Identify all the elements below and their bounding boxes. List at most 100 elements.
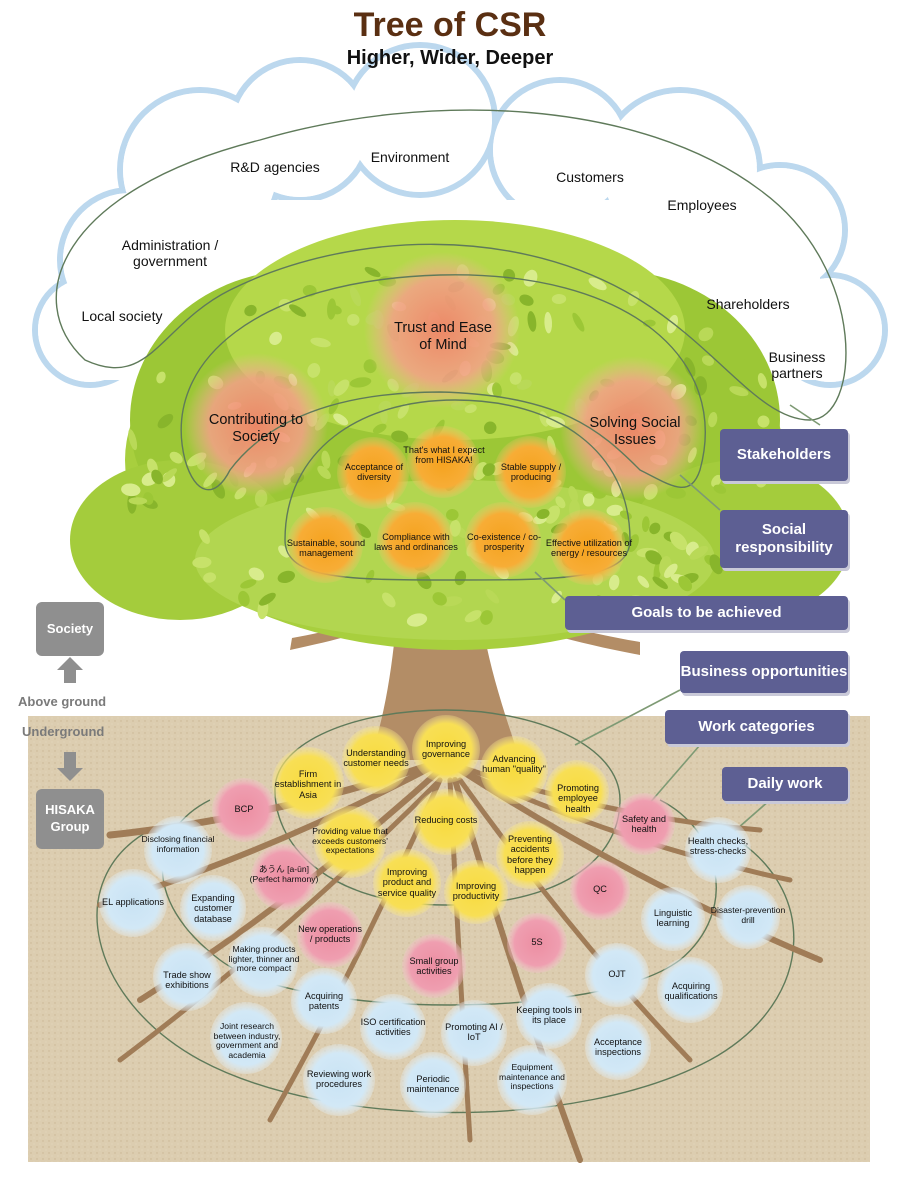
goal-energy: Effective utilization of energy / resour… — [545, 538, 633, 559]
leaf — [193, 360, 213, 373]
daily-equipment: Equipment maintenance and inspections — [499, 1062, 565, 1092]
up-arrow-icon — [57, 657, 83, 683]
leaf — [128, 429, 138, 451]
daily-disaster: Disaster-prevention drill — [710, 905, 786, 925]
leaf — [317, 465, 331, 480]
leaf — [328, 398, 339, 415]
stakeholder-employees: Employees — [667, 197, 737, 213]
leaf — [248, 567, 265, 581]
leaf — [349, 377, 372, 388]
society-box: Society — [36, 602, 104, 656]
leaf — [665, 486, 686, 499]
leaf — [551, 293, 567, 305]
leaf — [365, 569, 375, 584]
leaf — [757, 373, 767, 389]
daily-reviewing: Reviewing work procedures — [306, 1069, 372, 1090]
leaf — [432, 592, 447, 606]
leaf — [203, 572, 217, 583]
leaf — [649, 522, 661, 535]
social-trust: Trust and Ease of Mind — [394, 320, 492, 353]
goal-coexist: Co-existence / co-prosperity — [466, 532, 542, 553]
goal-compliance: Compliance with laws and ordinances — [374, 532, 458, 553]
goal-supply: Stable supply / producing — [500, 462, 562, 483]
daily-linguistic: Linguistic learning — [653, 908, 693, 929]
work-newops: New operations / products — [298, 924, 362, 945]
leaf — [482, 463, 496, 476]
biz-providing: Providing value that exceeds customers' … — [312, 826, 388, 856]
work-bcp: BCP — [234, 804, 254, 814]
work-smallgroup: Small group activities — [409, 956, 459, 977]
leaf — [349, 286, 362, 307]
leaf — [307, 362, 321, 378]
leaf — [664, 563, 678, 578]
leaf — [757, 415, 770, 428]
underground-label: Underground — [22, 724, 105, 739]
leaf — [483, 421, 497, 435]
leaf — [156, 371, 166, 384]
leaf — [151, 469, 163, 485]
leaf — [238, 590, 250, 607]
stakeholder-rd: R&D agencies — [230, 159, 320, 175]
biz-accidents: Preventing accidents before they happen — [507, 834, 553, 875]
leaf — [729, 386, 749, 397]
goal-sustainable: Sustainable, sound management — [286, 538, 366, 559]
daily-trade: Trade show exhibitions — [163, 970, 211, 991]
leaf — [485, 589, 500, 604]
leaf — [509, 372, 522, 385]
daily-circles — [99, 816, 780, 1118]
leaf — [121, 483, 141, 497]
root — [457, 777, 693, 1063]
leaf — [464, 404, 477, 414]
leaf — [641, 516, 650, 532]
leaf — [382, 592, 396, 608]
leaf — [713, 484, 727, 494]
tag-goals: Goals to be achieved — [565, 596, 848, 630]
leaf — [545, 505, 560, 524]
biz-understanding: Understanding customer needs — [343, 748, 409, 769]
leaf — [608, 574, 620, 591]
leaf — [645, 550, 663, 565]
social-solving: Solving Social Issues — [589, 415, 681, 448]
daily-joint: Joint research between industry, governm… — [213, 1021, 281, 1060]
daily-making: Making products lighter, thinner and mor… — [228, 944, 300, 974]
leaf — [653, 561, 662, 582]
social-contributing: Contributing to Society — [208, 412, 304, 445]
stakeholder-local-society: Local society — [81, 308, 163, 324]
biz-human: Advancing human "quality" — [482, 754, 546, 775]
leaf — [406, 613, 428, 627]
hisaka-group-box: HISAKA Group — [36, 789, 104, 849]
leaf — [347, 313, 360, 326]
stakeholder-customers: Customers — [556, 169, 624, 185]
leaf — [321, 450, 331, 469]
daily-disclosing: Disclosing financial information — [141, 834, 215, 854]
leaf — [327, 298, 337, 320]
leaf — [572, 312, 585, 332]
leaf — [354, 523, 372, 538]
leaf — [652, 576, 668, 590]
leaf — [240, 579, 257, 589]
daily-el: EL applications — [102, 897, 164, 907]
leaf — [397, 403, 409, 419]
leaf — [678, 575, 693, 592]
leaf — [527, 311, 537, 332]
daily-expanding: Expanding customer database — [191, 893, 235, 924]
leaf — [192, 556, 212, 569]
leaf — [446, 508, 459, 521]
biz-health: Promoting employee health — [557, 783, 599, 814]
leaf — [582, 493, 595, 507]
leaf — [289, 304, 307, 317]
daily-qualifications: Acquiring qualifications — [664, 981, 718, 1002]
tag-business-opportunities: Business opportunities — [680, 651, 848, 693]
side-arrows — [57, 657, 83, 781]
leaf — [333, 413, 349, 426]
daily-ai: Promoting AI / IoT — [445, 1022, 503, 1043]
biz-governance: Improving governance — [421, 739, 470, 760]
daily-periodic: Periodic maintenance — [406, 1074, 460, 1095]
leaf — [454, 570, 467, 586]
goal-diversity: Acceptance of diversity — [344, 462, 404, 483]
page-title: Tree of CSR — [353, 6, 547, 44]
leaf — [669, 531, 688, 551]
down-arrow-icon — [57, 752, 83, 781]
leaf — [333, 379, 350, 396]
